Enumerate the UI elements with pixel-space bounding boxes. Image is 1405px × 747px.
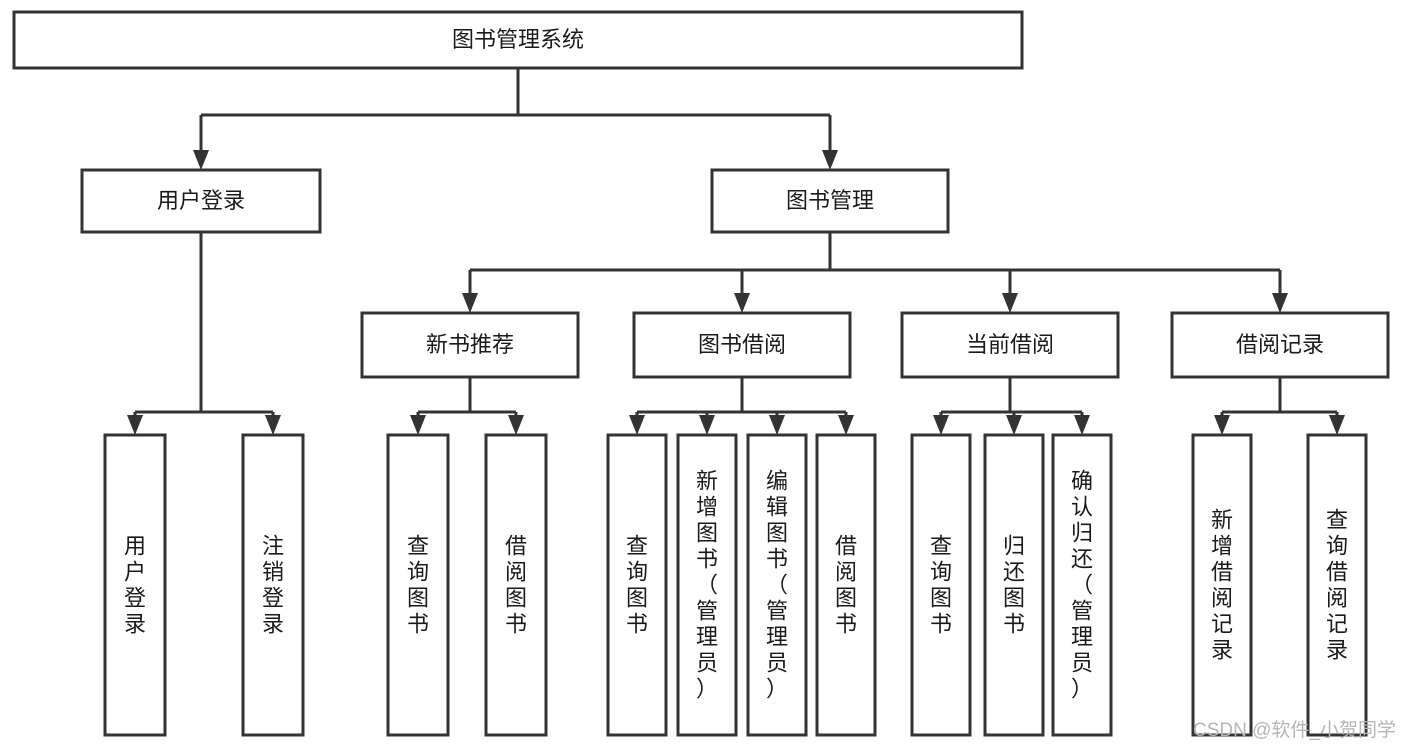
node-leaf-user-login[interactable]: 用户登录: [103, 433, 167, 737]
arrow-head-icon: [508, 415, 524, 435]
arrow-head-icon: [193, 150, 209, 170]
arrow-head-icon: [1002, 293, 1018, 313]
watermark-label: CSDN @软件_小贺同学: [1193, 719, 1396, 741]
node-box-leaf-query-book-borrow: [606, 433, 668, 737]
arrow-head-icon: [410, 415, 426, 435]
node-label-leaf-add-borrow-record: 新增借阅记录: [1211, 507, 1233, 662]
node-box-leaf-edit-book-admin: [746, 433, 808, 737]
node-label-leaf-borrow-book-borrow: 借阅图书: [835, 533, 857, 636]
node-label-leaf-return-book: 归还图书: [1003, 533, 1025, 636]
node-leaf-query-book-current[interactable]: 查询图书: [910, 433, 972, 737]
node-box-book-borrow: [632, 311, 852, 379]
node-label-leaf-query-book-current: 查询图书: [930, 533, 952, 636]
node-label-current-borrow: 当前借阅: [966, 332, 1054, 357]
node-box-leaf-logout: [241, 433, 305, 737]
node-label-root: 图书管理系统: [452, 27, 584, 52]
arrow-head-icon: [822, 150, 838, 170]
node-leaf-return-book[interactable]: 归还图书: [983, 433, 1045, 737]
node-leaf-query-book-borrow[interactable]: 查询图书: [606, 433, 668, 737]
node-label-leaf-query-book-borrow: 查询图书: [626, 533, 648, 636]
node-label-book-borrow: 图书借阅: [698, 332, 786, 357]
node-label-leaf-query-book-new: 查询图书: [407, 533, 429, 636]
node-borrow-record[interactable]: 借阅记录: [1170, 311, 1390, 379]
arrow-head-icon: [127, 415, 143, 435]
arrow-head-icon: [769, 415, 785, 435]
arrow-head-icon: [734, 293, 750, 313]
node-box-leaf-user-login: [103, 433, 167, 737]
node-box-leaf-borrow-book-borrow: [815, 433, 877, 737]
node-label-new-book-recommend: 新书推荐: [426, 332, 514, 357]
node-book-management[interactable]: 图书管理: [710, 168, 950, 234]
node-box-borrow-record: [1170, 311, 1390, 379]
node-box-leaf-add-book-admin: [676, 433, 738, 737]
node-box-new-book-recommend: [360, 311, 580, 379]
node-leaf-add-book-admin[interactable]: 新增图书（管理员）: [676, 433, 738, 737]
node-book-borrow[interactable]: 图书借阅: [632, 311, 852, 379]
node-leaf-logout[interactable]: 注销登录: [241, 433, 305, 737]
arrow-head-icon: [699, 415, 715, 435]
node-leaf-edit-book-admin[interactable]: 编辑图书（管理员）: [746, 433, 808, 737]
node-user-login[interactable]: 用户登录: [80, 168, 322, 234]
node-label-leaf-edit-book-admin: 编辑图书（管理员）: [766, 468, 788, 701]
arrow-head-icon: [933, 415, 949, 435]
connectors-layer: [127, 68, 1345, 435]
node-label-user-login: 用户登录: [157, 188, 245, 213]
arrow-head-icon: [1074, 415, 1090, 435]
node-label-leaf-query-borrow-record: 查询借阅记录: [1326, 507, 1348, 662]
node-box-leaf-query-borrow-record: [1306, 433, 1368, 737]
node-leaf-confirm-return-admin[interactable]: 确认归还（管理员）: [1051, 433, 1113, 737]
node-leaf-query-borrow-record[interactable]: 查询借阅记录: [1306, 433, 1368, 737]
node-label-leaf-confirm-return-admin: 确认归还（管理员）: [1071, 468, 1093, 701]
node-label-leaf-borrow-book-new: 借阅图书: [505, 533, 527, 636]
node-root[interactable]: 图书管理系统: [12, 10, 1024, 70]
arrow-head-icon: [1329, 415, 1345, 435]
node-box-leaf-confirm-return-admin: [1051, 433, 1113, 737]
arrow-head-icon: [629, 415, 645, 435]
node-box-leaf-add-borrow-record: [1191, 433, 1253, 737]
node-new-book-recommend[interactable]: 新书推荐: [360, 311, 580, 379]
node-leaf-borrow-book-borrow[interactable]: 借阅图书: [815, 433, 877, 737]
node-box-book-management: [710, 168, 950, 234]
nodes-layer: 图书管理系统用户登录图书管理新书推荐图书借阅当前借阅借阅记录用户登录注销登录查询…: [12, 10, 1390, 737]
node-label-leaf-user-login: 用户登录: [124, 533, 146, 636]
arrow-head-icon: [265, 415, 281, 435]
node-box-leaf-query-book-new: [386, 433, 450, 737]
node-box-leaf-borrow-book-new: [484, 433, 548, 737]
node-leaf-query-book-new[interactable]: 查询图书: [386, 433, 450, 737]
arrow-head-icon: [838, 415, 854, 435]
node-label-leaf-add-book-admin: 新增图书（管理员）: [696, 468, 718, 701]
node-box-current-borrow: [900, 311, 1120, 379]
node-box-root: [12, 10, 1024, 70]
node-current-borrow[interactable]: 当前借阅: [900, 311, 1120, 379]
arrow-head-icon: [1214, 415, 1230, 435]
node-label-leaf-logout: 注销登录: [262, 533, 284, 636]
node-box-leaf-query-book-current: [910, 433, 972, 737]
node-leaf-borrow-book-new[interactable]: 借阅图书: [484, 433, 548, 737]
node-label-borrow-record: 借阅记录: [1236, 332, 1324, 357]
node-box-user-login: [80, 168, 322, 234]
node-label-book-management: 图书管理: [786, 188, 874, 213]
arrow-head-icon: [462, 293, 478, 313]
node-box-leaf-return-book: [983, 433, 1045, 737]
arrow-head-icon: [1006, 415, 1022, 435]
node-leaf-add-borrow-record[interactable]: 新增借阅记录: [1191, 433, 1253, 737]
arrow-head-icon: [1272, 293, 1288, 313]
